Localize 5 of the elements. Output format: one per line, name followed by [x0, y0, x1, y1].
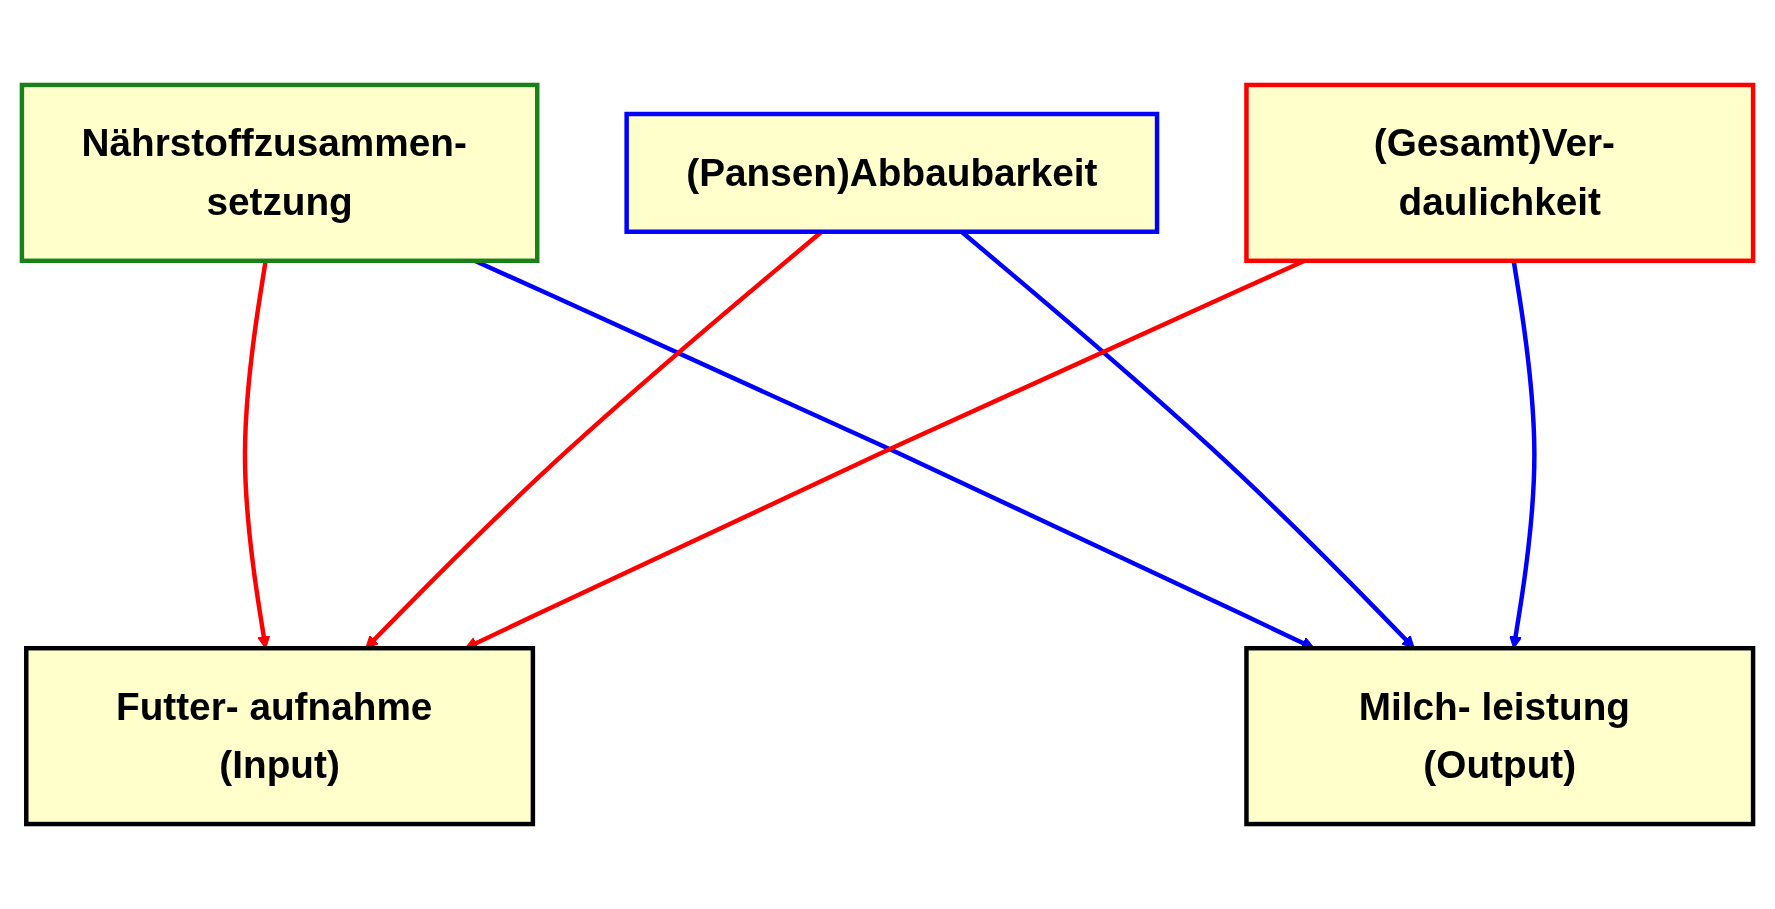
- node-box: Nährstoffzusammen- setzung: [19, 82, 540, 264]
- node-box: Futter- aufnahme (Input): [24, 645, 536, 827]
- node-box: Milch- leistung (Output): [1244, 645, 1756, 827]
- node-box: (Pansen)Abbaubarkeit: [624, 111, 1160, 234]
- node-box: (Gesamt)Ver- daulichkeit: [1244, 82, 1756, 264]
